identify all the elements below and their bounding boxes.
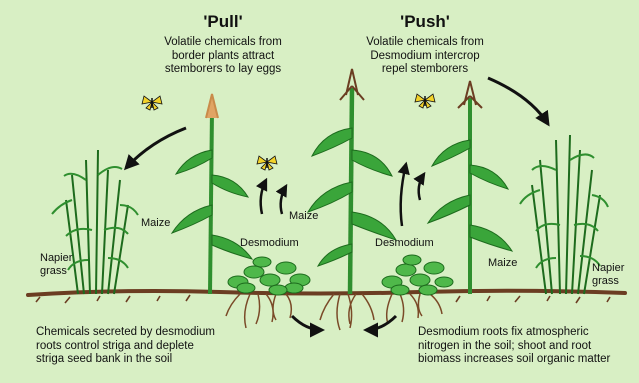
desmodium-right — [382, 255, 453, 295]
pull-arrow — [126, 128, 186, 168]
napier-left-line-2: grass — [40, 265, 72, 278]
label-desmodium-left: Desmodium — [240, 237, 299, 250]
moth-center — [257, 156, 277, 170]
note-right-line-1: Desmodium roots fix atmospheric — [418, 326, 610, 340]
pull-line-1: Volatile chemicals from — [118, 36, 328, 50]
label-maize-left: Maize — [141, 217, 170, 230]
napier-left-line-1: Napier — [40, 252, 72, 265]
maize-left — [172, 94, 252, 294]
push-line-3: repel stemborers — [330, 63, 520, 77]
pull-title: 'Pull' — [168, 12, 278, 32]
soil-arrows — [292, 316, 396, 330]
napier-right-line-2: grass — [592, 275, 624, 288]
soil-surface — [28, 291, 625, 303]
pull-line-2: border plants attract — [118, 50, 328, 64]
label-napier-left: Napier grass — [40, 252, 72, 277]
push-description: Volatile chemicals from Desmodium interc… — [330, 36, 520, 77]
maize-center — [308, 69, 396, 294]
moth-left — [142, 96, 162, 110]
push-title: 'Push' — [370, 12, 480, 32]
napier-right-line-1: Napier — [592, 262, 624, 275]
pull-line-3: stemborers to lay eggs — [118, 63, 328, 77]
label-maize-right: Maize — [488, 257, 517, 270]
note-right-line-3: biomass increases soil organic matter — [418, 353, 610, 367]
note-left-line-1: Chemicals secreted by desmodium — [36, 326, 215, 340]
label-napier-right: Napier grass — [592, 262, 624, 287]
push-line-1: Volatile chemicals from — [330, 36, 520, 50]
label-maize-center: Maize — [289, 210, 318, 223]
note-left: Chemicals secreted by desmodium roots co… — [36, 326, 215, 367]
pull-description: Volatile chemicals from border plants at… — [118, 36, 328, 77]
note-left-line-2: roots control striga and deplete — [36, 340, 215, 354]
note-right-line-2: nitrogen in the soil; shoot and root — [418, 340, 610, 354]
desmodium-roots — [226, 294, 442, 330]
label-desmodium-right: Desmodium — [375, 237, 434, 250]
push-arrow — [488, 78, 548, 124]
note-left-line-3: striga seed bank in the soil — [36, 353, 215, 367]
push-line-2: Desmodium intercrop — [330, 50, 520, 64]
desmodium-left — [228, 257, 310, 295]
moth-right — [415, 94, 435, 108]
note-right: Desmodium roots fix atmospheric nitrogen… — [418, 326, 610, 367]
